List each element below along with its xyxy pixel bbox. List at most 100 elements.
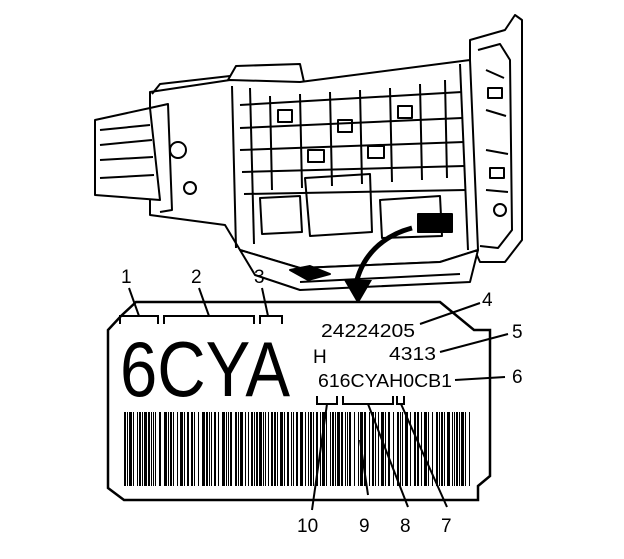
callout-9: 9 — [359, 516, 370, 537]
barcode-bar — [400, 412, 401, 486]
barcode-bar — [335, 412, 336, 486]
barcode-bar — [214, 412, 216, 486]
callout-2: 2 — [191, 267, 202, 288]
callout-1: 1 — [121, 267, 132, 288]
barcode-bar — [218, 412, 219, 486]
barcode-bar — [469, 412, 470, 486]
barcode-bar — [432, 412, 433, 486]
barcode-bar — [168, 412, 169, 486]
barcode-bar — [364, 412, 366, 486]
barcode-bar — [305, 412, 306, 486]
barcode-bar — [330, 412, 331, 486]
leader-lines — [128, 287, 509, 511]
barcode-bar — [259, 412, 262, 486]
barcode-bar — [417, 412, 419, 486]
barcode-bar — [245, 412, 246, 486]
barcode-bar — [322, 412, 325, 486]
barcode-bar — [180, 412, 183, 486]
barcode-bar — [436, 412, 438, 486]
barcode-bar — [184, 412, 185, 486]
barcode-bar — [293, 412, 294, 486]
barcode-bar — [452, 412, 453, 486]
barcode-bar — [235, 412, 237, 486]
barcode-bar — [280, 412, 283, 486]
identification-label: 6CYA 24224205 H 4313 616CYAH0CB1 — [106, 300, 492, 502]
callout-6: 6 — [512, 367, 523, 388]
barcode-bar — [402, 412, 403, 486]
barcode-bar — [198, 412, 199, 486]
barcode-bar — [456, 412, 458, 486]
barcode-bar — [459, 412, 460, 486]
barcode-bar — [332, 412, 334, 486]
callout-4: 4 — [482, 290, 493, 311]
barcode-bar — [222, 412, 225, 486]
barcode-bar — [230, 412, 232, 486]
barcode-bar — [251, 412, 253, 486]
model-code-text: 6CYA — [120, 325, 290, 413]
barcode-bar — [428, 412, 429, 486]
barcode-bar — [142, 412, 143, 486]
callout-5: 5 — [512, 322, 523, 343]
barcode-bar — [271, 412, 273, 486]
barcode-bar — [284, 412, 285, 486]
barcode-bar — [354, 412, 355, 486]
barcode-bar — [127, 412, 128, 486]
barcode-bar — [159, 412, 161, 486]
barcode-bar — [388, 412, 390, 486]
barcode-bar — [349, 412, 351, 486]
barcode-bar — [129, 412, 132, 486]
barcode-bar — [308, 412, 309, 486]
barcode-bar — [397, 412, 399, 486]
barcode-bar — [177, 412, 178, 486]
barcode-bar — [144, 412, 147, 486]
barcode-bar — [139, 412, 141, 486]
barcode-bar — [191, 412, 193, 486]
barcode-bar — [155, 412, 156, 486]
barcode-bar — [248, 412, 249, 486]
barcode-bar — [300, 412, 303, 486]
barcode-bar — [194, 412, 195, 486]
barcode-bar — [173, 412, 174, 486]
barcode-bar — [405, 412, 408, 486]
barcode-bar — [337, 412, 340, 486]
barcode — [124, 412, 470, 486]
barcode-bar — [238, 412, 239, 486]
barcode-bar — [254, 412, 255, 486]
callout-10: 10 — [297, 516, 318, 537]
barcode-bar — [326, 412, 327, 486]
barcode-bar — [444, 412, 445, 486]
barcode-bar — [296, 412, 298, 486]
barcode-bar — [265, 412, 266, 486]
barcode-bar — [410, 412, 411, 486]
barcode-bar — [164, 412, 167, 486]
barcode-bar — [310, 412, 312, 486]
barcode-bar — [393, 412, 394, 486]
barcode-bar — [151, 412, 152, 486]
barcode-bar — [209, 412, 210, 486]
barcode-bar — [345, 412, 346, 486]
barcode-bar — [454, 412, 455, 486]
barcode-bar — [268, 412, 269, 486]
barcode-bar — [341, 412, 343, 486]
pointer-arrow — [344, 225, 413, 304]
barcode-bar — [447, 412, 450, 486]
barcode-bar — [358, 412, 359, 486]
barcode-bar — [148, 412, 150, 486]
barcode-bar — [381, 412, 384, 486]
barcode-bar — [274, 412, 276, 486]
barcode-bar — [170, 412, 172, 486]
letter-text: H — [313, 347, 327, 368]
callout-8: 8 — [400, 516, 411, 537]
serial-code-text: 616CYAH0CB1 — [318, 371, 452, 391]
julian-date-text: 4313 — [389, 344, 436, 364]
barcode-bar — [226, 412, 227, 486]
transmission-illustration — [94, 14, 523, 291]
barcode-bar — [206, 412, 208, 486]
barcode-bar — [375, 412, 376, 486]
callout-7: 7 — [441, 516, 452, 537]
barcode-bar — [124, 412, 126, 486]
barcode-bar — [424, 412, 427, 486]
barcode-bar — [316, 412, 318, 486]
barcode-bar — [287, 412, 289, 486]
